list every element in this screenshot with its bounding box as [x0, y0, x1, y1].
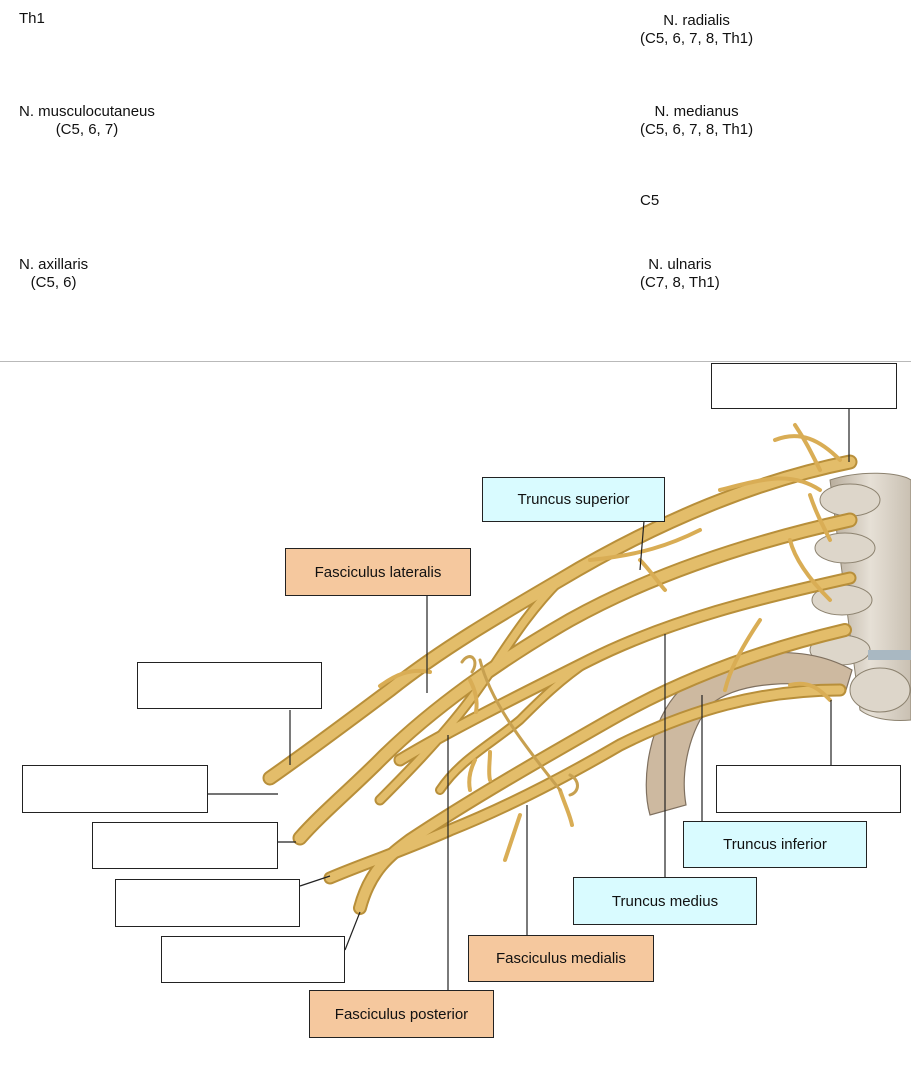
word-c5: C5	[640, 192, 660, 209]
word-musculocutaneus: N. musculocutaneus (C5, 6, 7)	[19, 103, 155, 138]
vertebral-column	[809, 472, 911, 721]
answer-box-medianus[interactable]	[115, 879, 300, 927]
word-th1: Th1	[19, 10, 45, 27]
word-ulnaris: N. ulnaris (C7, 8, Th1)	[640, 256, 720, 291]
word-medianus: N. medianus (C5, 6, 7, 8, Th1)	[640, 103, 754, 138]
leader-lines	[208, 409, 850, 990]
label-fasciculus-medialis: Fasciculus medialis	[468, 935, 654, 982]
answer-box-musculocutaneus[interactable]	[137, 662, 322, 709]
label-fasciculus-lateralis: Fasciculus lateralis	[285, 548, 471, 596]
label-truncus-medius: Truncus medius	[573, 877, 757, 925]
answer-box-axillaris[interactable]	[22, 765, 208, 813]
label-truncus-superior: Truncus superior	[482, 477, 665, 522]
answer-box-th1[interactable]	[716, 765, 901, 813]
answer-box-radialis[interactable]	[92, 822, 278, 869]
answer-box-c5[interactable]	[711, 363, 897, 409]
label-truncus-inferior: Truncus inferior	[683, 821, 867, 868]
label-fasciculus-posterior: Fasciculus posterior	[309, 990, 494, 1038]
section-divider	[0, 361, 911, 362]
word-radialis: N. radialis (C5, 6, 7, 8, Th1)	[640, 12, 754, 47]
nerve-bundle	[262, 423, 858, 915]
answer-box-ulnaris[interactable]	[161, 936, 345, 983]
word-axillaris: N. axillaris (C5, 6)	[19, 256, 89, 291]
